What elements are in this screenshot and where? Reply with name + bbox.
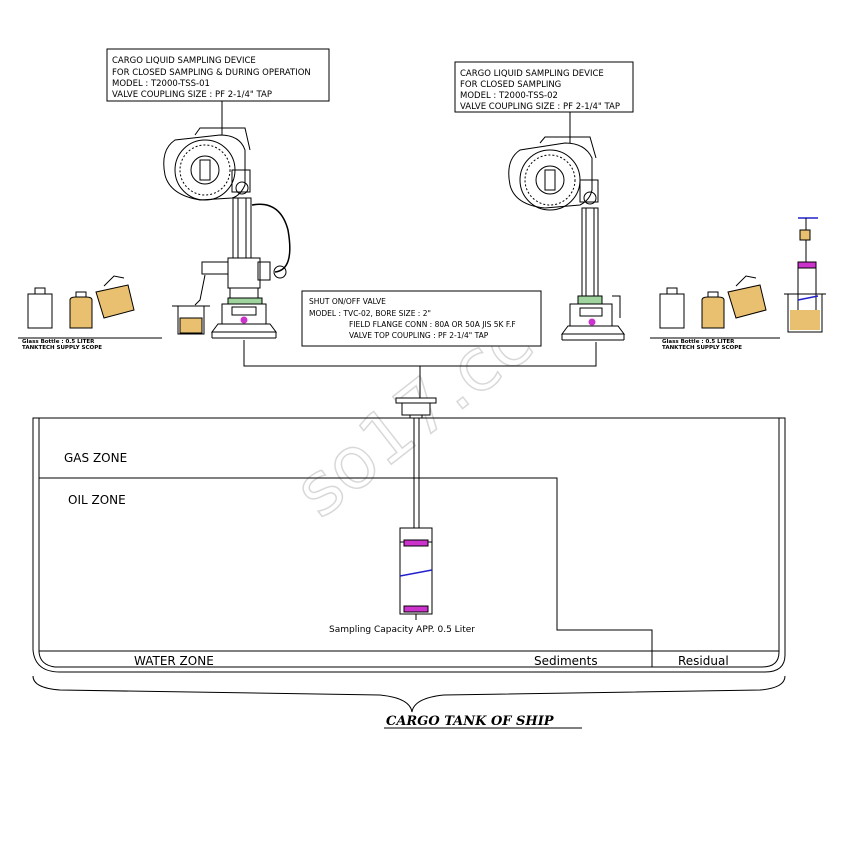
bottles-left xyxy=(27,275,135,329)
callout-device2-line3: MODEL : T2000-TSS-02 xyxy=(460,91,558,101)
oil-zone-label: OIL ZONE xyxy=(68,493,126,507)
sampling-capacity-caption: Sampling Capacity APP. 0.5 Liter xyxy=(329,625,475,635)
bottle-note-right-1: Glass Bottle : 0.5 LITER xyxy=(662,339,735,345)
connector-lines xyxy=(243,340,597,398)
callout-valve-line1: SHUT ON/OFF VALVE xyxy=(309,297,386,306)
callout-device1: CARGO LIQUID SAMPLING DEVICE FOR CLOSED … xyxy=(106,48,330,135)
callout-device1-line1: CARGO LIQUID SAMPLING DEVICE xyxy=(112,56,256,66)
callout-device2-line2: FOR CLOSED SAMPLING xyxy=(460,80,561,90)
callout-valve-line4: VALVE TOP COUPLING : PF 2-1/4" TAP xyxy=(349,331,489,340)
callout-device2-line1: CARGO LIQUID SAMPLING DEVICE xyxy=(460,69,604,79)
callout-valve-line2: MODEL : TVC-02, BORE SIZE : 2" xyxy=(309,309,431,318)
bottle-note-right-2: TANKTECH SUPPLY SCOPE xyxy=(662,345,742,351)
residual-label: Residual xyxy=(678,654,729,668)
cargo-tank xyxy=(32,417,786,673)
bottle-note-left-1: Glass Bottle : 0.5 LITER xyxy=(22,339,95,345)
callout-device1-line3: MODEL : T2000-TSS-01 xyxy=(112,79,210,89)
gas-zone-label: GAS ZONE xyxy=(64,451,127,465)
tank-title: CARGO TANK OF SHIP xyxy=(386,714,555,729)
shut-off-valve xyxy=(395,397,437,418)
callout-valve: SHUT ON/OFF VALVE MODEL : TVC-02, BORE S… xyxy=(301,290,542,347)
callout-device1-line4: VALVE COUPLING SIZE : PF 2-1/4" TAP xyxy=(112,90,272,100)
callout-device2: CARGO LIQUID SAMPLING DEVICE FOR CLOSED … xyxy=(454,61,634,143)
tank-brace xyxy=(32,675,786,713)
sampling-device-1 xyxy=(163,127,291,339)
callout-valve-line3: FIELD FLANGE CONN : 80A OR 50A JIS 5K F.… xyxy=(349,320,516,329)
callout-device2-line4: VALVE COUPLING SIZE : PF 2-1/4" TAP xyxy=(460,102,620,112)
sampling-device-2 xyxy=(508,136,625,341)
tank-sampler xyxy=(399,418,433,620)
callout-device1-line2: FOR CLOSED SAMPLING & DURING OPERATION xyxy=(112,68,311,78)
water-zone-label: WATER ZONE xyxy=(134,654,214,668)
beaker-left xyxy=(172,305,210,335)
bottles-right xyxy=(659,275,767,329)
bottle-note-left-2: TANKTECH SUPPLY SCOPE xyxy=(22,345,102,351)
sediments-label: Sediments xyxy=(534,654,598,668)
sampler-in-beaker xyxy=(784,217,826,333)
